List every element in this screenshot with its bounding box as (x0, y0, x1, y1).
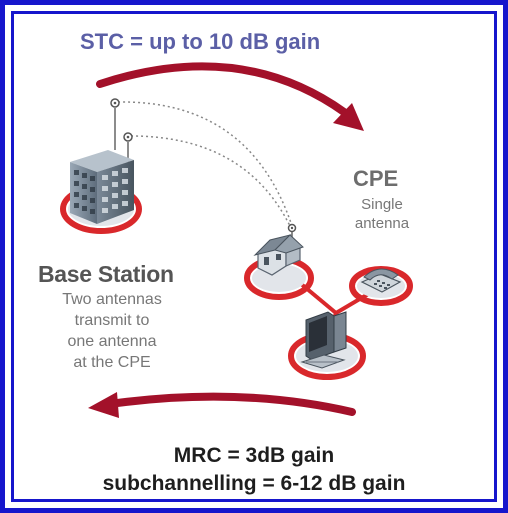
mrc-arrow-icon (88, 392, 356, 418)
telephone-icon (349, 266, 413, 306)
mrc-gain-label: MRC = 3dB gain (173, 444, 335, 467)
base-station-description: Two antennas transmit to one antenna at … (62, 291, 162, 371)
cpe-title: CPE (353, 166, 399, 191)
signal-paths (117, 101, 293, 227)
base-station-title: Base Station (38, 261, 174, 287)
computer-icon (288, 311, 366, 380)
cpe-description: Single antenna (354, 196, 410, 232)
base-station-building-icon (60, 98, 142, 234)
diagram-inner-border (11, 11, 497, 502)
stc-gain-label: STC = up to 10 dB gain (80, 29, 321, 54)
house-icon (244, 223, 314, 300)
subchannelling-gain-label: subchannelling = 6-12 dB gain (102, 472, 406, 495)
stc-arrow-icon (96, 62, 364, 131)
